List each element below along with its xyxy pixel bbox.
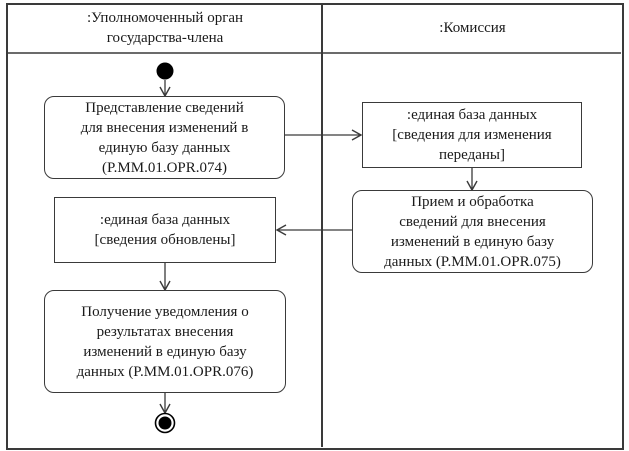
action-receive-notification-label: Получение уведомления о результатах внес… (76, 303, 254, 380)
action-receive-process: Прием и обработка сведений для внесения … (352, 190, 593, 273)
action-submit-changes-label: Представление сведений для внесения изме… (80, 99, 249, 176)
object-database-updated-label: :единая база данных [сведения обновлены] (94, 212, 236, 248)
swimlane-frame (6, 3, 624, 450)
object-database-data-sent: :единая база данных [сведения для измене… (362, 102, 582, 168)
lane-title-member-state: :Уполномоченный орган государства-члена (86, 10, 244, 46)
object-database-updated: :единая база данных [сведения обновлены] (54, 197, 276, 263)
action-submit-changes: Представление сведений для внесения изме… (44, 96, 285, 179)
lane-header-member-state: :Уполномоченный орган государства-члена (8, 3, 322, 53)
lane-title-commission: :Комиссия (439, 20, 506, 36)
initial-node (156, 62, 174, 80)
lane-header-commission: :Комиссия (323, 3, 622, 53)
final-node (154, 412, 176, 434)
action-receive-process-label: Прием и обработка сведений для внесения … (384, 193, 561, 270)
action-receive-notification: Получение уведомления о результатах внес… (44, 290, 286, 393)
object-database-data-sent-label: :единая база данных [сведения для измене… (392, 107, 552, 163)
